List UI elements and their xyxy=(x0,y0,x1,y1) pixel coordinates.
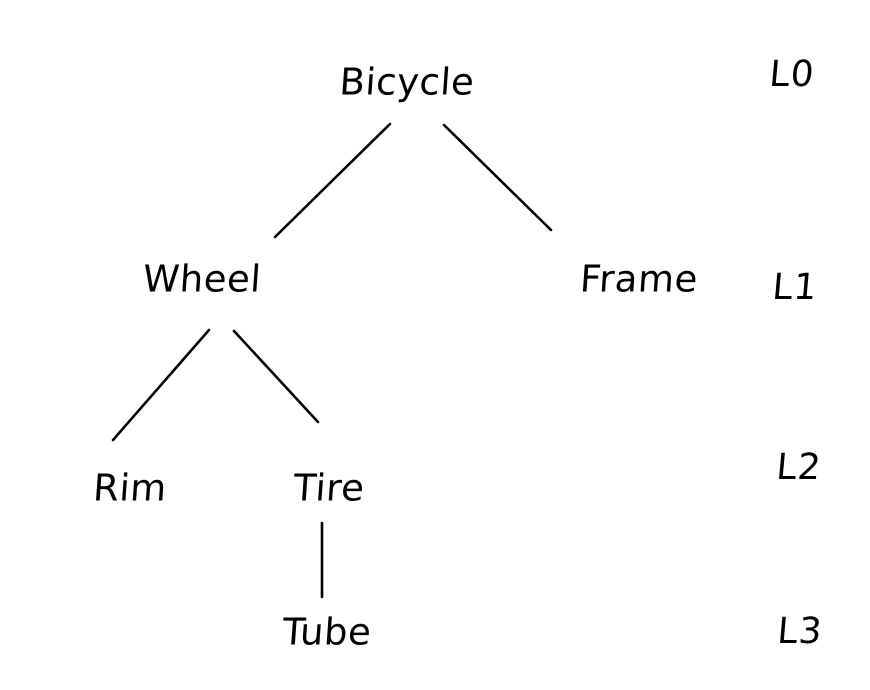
edge-bicycle-to-wheel xyxy=(273,122,392,239)
edge-wheel-to-tire xyxy=(232,329,320,424)
node-tire[interactable]: Tire xyxy=(292,466,366,510)
node-tube[interactable]: Tube xyxy=(281,610,373,654)
level-label-l3: L3 xyxy=(775,611,825,652)
edge-bicycle-to-frame xyxy=(442,123,553,232)
node-wheel[interactable]: Wheel xyxy=(141,257,263,301)
node-rim[interactable]: Rim xyxy=(91,466,169,510)
level-label-l0: L0 xyxy=(767,54,817,95)
level-label-l2: L2 xyxy=(774,447,824,488)
edge-group xyxy=(111,122,553,599)
node-bicycle[interactable]: Bicycle xyxy=(338,60,476,104)
level-label-l1: L1 xyxy=(770,267,820,308)
edge-wheel-to-rim xyxy=(111,328,211,442)
node-frame[interactable]: Frame xyxy=(578,257,700,301)
